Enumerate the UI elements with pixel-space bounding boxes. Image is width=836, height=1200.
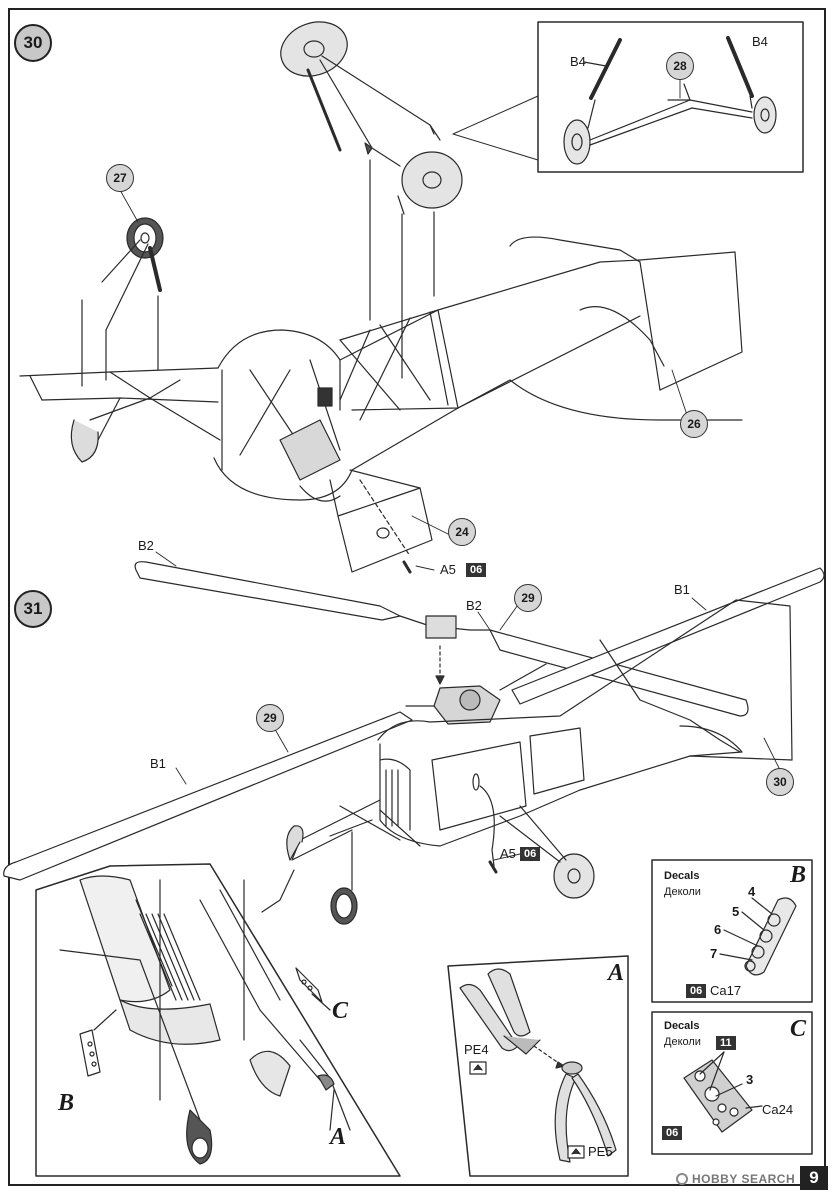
detail-b-callout-5: 5 [732, 904, 740, 919]
step-number-30: 30 [14, 24, 52, 62]
part-label-a5-step30: A5 [440, 562, 456, 577]
rotor-label-b2-left: B2 [138, 538, 154, 553]
detail-a-label-pe5: PE5 [588, 1144, 613, 1159]
detail-c-callout-3: 3 [746, 1072, 754, 1087]
inset-label-b4-right: B4 [752, 34, 768, 49]
part-label-a5-step31: A5 [500, 846, 516, 861]
part-callout-29-left: 29 [256, 704, 284, 732]
step-number-31: 31 [14, 590, 52, 628]
part-callout-27: 27 [106, 164, 134, 192]
rotor-label-b1-right: B1 [674, 582, 690, 597]
main-landing-gear-drawing [280, 21, 463, 379]
detail-c-letter: C [790, 1016, 807, 1042]
page-frame [8, 8, 826, 1186]
detail-b-letter: B [790, 862, 807, 888]
detail-a-drawing [459, 968, 617, 1163]
inset-part-callout-28: 28 [666, 52, 694, 80]
cockpit-detail-drawing [59, 875, 351, 1165]
part-callout-30: 30 [766, 768, 794, 796]
detail-a-letter: A [608, 960, 625, 986]
decal-sheet-chip-step31: 06 [520, 847, 541, 861]
callout-letter-b: B [58, 1090, 75, 1116]
detail-b-frame [651, 859, 813, 1003]
detail-b-title: Decals [664, 870, 700, 882]
page-number: 9 [800, 1166, 828, 1190]
fuselage-step31-drawing [261, 599, 793, 925]
inset-landing-gear-drawing [563, 36, 777, 165]
detail-c-drawing [683, 1051, 763, 1133]
watermark: HOBBY SEARCH [676, 1172, 795, 1186]
detail-b-callout-6: 6 [714, 922, 722, 937]
detail-c-sheet-chip-top: 11 [716, 1036, 736, 1050]
detail-b-subtitle: Деколи [664, 886, 701, 898]
detail-b-decal-ref: Ca17 [710, 983, 742, 998]
rotor-blade-b1-drawing [3, 567, 825, 881]
callout-letter-a: A [330, 1124, 347, 1150]
part-callout-29-right: 29 [514, 584, 542, 612]
detail-c-sheet-chip-bottom: 06 [662, 1126, 683, 1140]
detail-a-label-pe4: PE4 [464, 1042, 489, 1057]
detail-b-sheet-chip: 06 [686, 984, 707, 998]
part-callout-24: 24 [448, 518, 476, 546]
inset-landing-gear-box [537, 21, 804, 173]
rotor-label-b1-left: B1 [150, 756, 166, 771]
callout-letter-c: C [332, 998, 349, 1024]
fuselage-step30-drawing [19, 236, 743, 574]
decal-sheet-chip-step30: 06 [466, 563, 487, 577]
rotor-head-drawing [405, 615, 547, 725]
detail-c-subtitle: Деколи [664, 1036, 701, 1048]
detail-c-title: Decals [664, 1020, 700, 1032]
detail-b-callout-4: 4 [748, 884, 756, 899]
part-callout-26: 26 [680, 410, 708, 438]
rotor-label-b2-right: B2 [466, 598, 482, 613]
detail-b-drawing [719, 897, 797, 976]
watermark-text: HOBBY SEARCH [692, 1172, 796, 1186]
nose-wheel-drawing [81, 217, 164, 387]
detail-b-callout-7: 7 [710, 946, 718, 961]
watermark-logo-icon [676, 1173, 688, 1185]
rotor-blade-b2-drawing [134, 561, 749, 717]
detail-c-decal-ref: Ca24 [762, 1102, 794, 1117]
inset-label-b4-left: B4 [570, 54, 586, 69]
leader-lines [119, 71, 781, 861]
